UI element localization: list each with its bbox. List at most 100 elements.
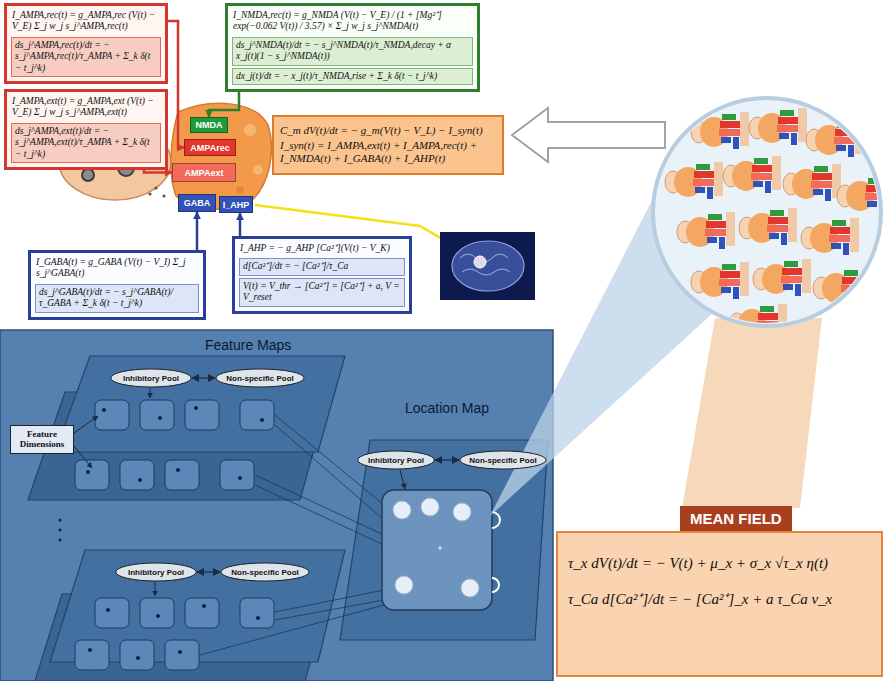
connector (197, 571, 220, 572)
feature-panel (75, 460, 109, 490)
feature-panel (400, 470, 405, 489)
feature-panel (59, 406, 265, 660)
feature-panel (140, 400, 174, 430)
feature-panel (176, 468, 180, 472)
equation-box: C_m dV(t)/dt = − g_m(V(t) − V_L) − I_syn… (272, 115, 504, 175)
feature-panel (185, 598, 219, 628)
pool-ellipse: Non-specific Pool (215, 368, 305, 388)
brain-image (460, 254, 510, 275)
feature-panel (74, 416, 98, 433)
feature-panel (150, 388, 151, 398)
label-text: AMPArec (190, 143, 229, 153)
feature-panel (155, 582, 156, 596)
feature-panel (220, 460, 254, 490)
magnifier (753, 259, 811, 296)
equation: I_syn(t) = I_AMPA,ext(t) + I_AMPA,rec(t)… (280, 139, 496, 165)
brain-image (452, 241, 524, 291)
magnifier (691, 112, 749, 149)
feature-panel (393, 498, 479, 597)
feature-panel (55, 356, 345, 452)
presynaptic-terminal (154, 186, 157, 189)
pool-ellipse: Non-specific Pool (459, 450, 547, 470)
feature-panel (75, 400, 274, 670)
presynaptic-terminal (82, 169, 94, 181)
ellipse-outline (221, 563, 309, 581)
equation-box: I_AMPA,rec(t) = g_AMPA,rec (V(t) − V_E) … (4, 3, 168, 84)
magnifier (653, 98, 885, 341)
feature-panel (59, 529, 62, 532)
pool-ellipse: Inhibitory Pool (115, 562, 197, 582)
connector (196, 212, 199, 250)
feature-panel (59, 539, 62, 542)
connector (168, 21, 184, 148)
feature-panel (200, 415, 384, 655)
feature-panel (106, 608, 110, 612)
feature-panel (194, 406, 198, 410)
mean-field-box: MEAN FIELDτ_x dV(t)/dt = − V(t) + μ_x + … (556, 506, 883, 677)
feature-panel (200, 605, 384, 655)
magnifier (677, 212, 735, 249)
label-text: Inhibitory Pool (368, 456, 424, 465)
magnifier (691, 262, 749, 299)
magnifier (837, 176, 885, 213)
equation: ds_j^NMDA(t)/dt = − s_j^NMDA(t)/τ_NMDA,d… (232, 37, 473, 66)
map-region: Location MapInhibitory Pool Non-specific … (335, 396, 553, 644)
feature-panel (453, 503, 471, 521)
magnifier (783, 164, 841, 201)
feature-panel (120, 460, 154, 490)
feature-panel (461, 579, 479, 597)
feature-panel (178, 650, 182, 654)
receptor-tag: GABA (178, 194, 216, 212)
magnifier (723, 156, 781, 193)
equation: I_AMPA,ext(t) = g_AMPA,ext (V(t) − V_E) … (9, 94, 163, 121)
label-text: Feature Dimensions (14, 429, 70, 450)
feature-panel (255, 475, 384, 535)
equation: d[Ca²⁺]/dt = − [Ca²⁺]/τ_Ca (239, 258, 405, 275)
magnifier (653, 98, 881, 326)
ellipse-outline (358, 451, 434, 469)
label-text: Inhibitory Pool (128, 568, 184, 577)
pool-ellipse: Inhibitory Pool (357, 450, 435, 470)
feature-panel (275, 600, 384, 620)
label-text: Non-specific Pool (469, 456, 537, 465)
feature-panel (275, 425, 384, 520)
ellipse-outline (216, 369, 304, 387)
equation-box: I_AMPA,ext(t) = g_AMPA,ext (V(t) − V_E) … (4, 89, 168, 170)
feature-panel (256, 616, 260, 620)
feature-panel (393, 501, 411, 519)
magnifier (665, 108, 885, 341)
mean-field-body: τ_x dV(t)/dt = − V(t) + μ_x + σ_x √τ_x η… (556, 531, 883, 677)
feature-panel (102, 408, 106, 412)
receptor-tag: NMDA (190, 117, 228, 133)
connector (239, 213, 242, 236)
label-text: Non-specific Pool (231, 568, 299, 577)
feature-panel (86, 470, 90, 474)
postsynaptic-neuron (236, 186, 244, 194)
brain-image (440, 232, 535, 300)
equation: I_NMDA,rec(t) = g_NMDA (V(t) − V_E) / (1… (230, 8, 475, 35)
label-text: Location Map (405, 400, 489, 416)
equation: dx_j(t)/dt = − x_j(t)/τ_NMDA,rise + Σ_k … (232, 68, 473, 85)
receptor-tag: AMPArec (184, 139, 236, 156)
label-text: Inhibitory Pool (123, 374, 179, 383)
equation: ds_j^AMPA,ext(t)/dt = − s_j^AMPA,ext(t)/… (11, 123, 161, 163)
feature-panel (156, 614, 160, 618)
connector (192, 377, 215, 378)
equation: ds_j^GABA(t)/dt = − s_j^GABA(t)/τ_GABA +… (35, 284, 199, 313)
feature-panel (75, 640, 109, 670)
ellipse-outline (460, 451, 546, 469)
equation-box: I_GABA(t) = g_GABA (V(t) − V_I) Σ_j s_j^… (28, 250, 206, 320)
feature-panel (260, 418, 264, 422)
magnifier (813, 268, 871, 305)
magnifier (749, 108, 807, 145)
feature-panel (59, 519, 62, 522)
connector (435, 459, 459, 460)
feature-panel (0, 330, 553, 681)
connector (209, 92, 239, 117)
panel: Feature MapsInhibitory PoolNon-specific … (0, 330, 553, 681)
label-text: GABA (184, 198, 211, 208)
equation: I_GABA(t) = g_GABA (V(t) − V_I) Σ_j s_j^… (33, 255, 201, 282)
connector (144, 170, 172, 173)
label-text: NMDA (196, 120, 223, 130)
feature-panel (395, 576, 413, 594)
